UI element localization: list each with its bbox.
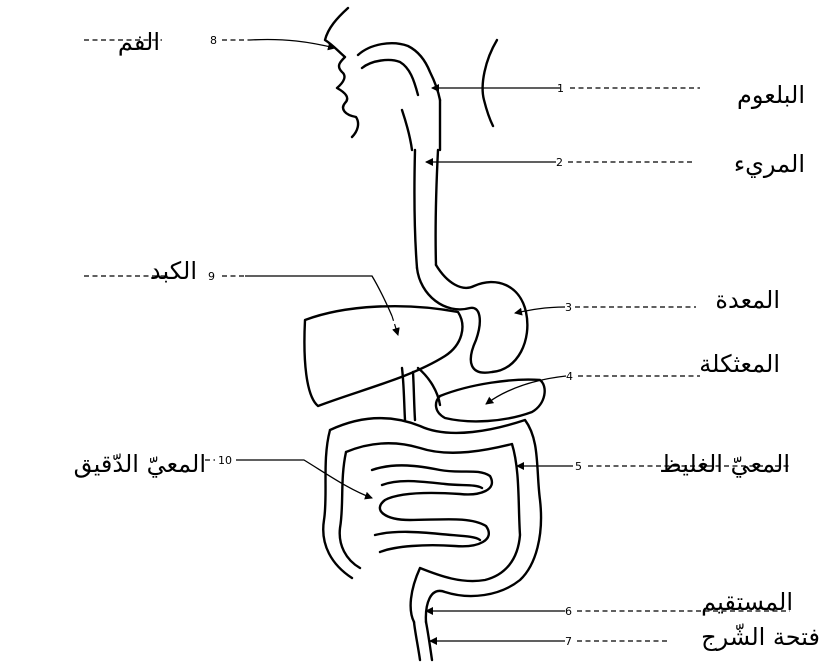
label-number-3: 3 [565,301,572,314]
head-profile [325,8,358,137]
label-number-9: 9 [208,270,215,283]
label-number-7: 7 [565,635,572,648]
label-number-10: 10 [218,454,232,467]
label-mouth: الفم [118,28,160,56]
label-esophagus: المريء [734,150,805,178]
small-intestine-outline [372,465,492,552]
mouth-cavity [358,43,440,100]
pharynx-outline [402,100,440,150]
label-pancreas: المعثكلة [699,350,780,378]
label-number-8: 8 [210,34,217,47]
rectum-outline [414,622,432,660]
organ-labels: الفم البلعوم المريء الكبد المعدة المعثكل… [74,28,820,651]
esophagus-outline [414,150,438,268]
label-number-6: 6 [565,605,572,618]
label-small-intestine: المعيّ الدّقيق [74,450,206,478]
label-liver: الكبد [150,257,197,285]
label-number-4: 4 [566,370,573,383]
head-back-arc [483,40,497,126]
label-number-1: 1 [557,82,564,95]
label-rectum: المستقيم [701,588,793,616]
liver-outline [304,306,462,406]
label-stomach: المعدة [715,286,780,314]
label-anus: فتحة الشّرج [701,623,820,651]
anatomy-outline [304,8,544,660]
label-number-2: 2 [556,156,563,169]
label-pharynx: البلعوم [737,81,805,109]
label-large-intestine: المعيّ الغليظ [659,450,790,478]
bile-duct [402,368,415,420]
left-callouts: 8 9 10 [84,34,398,498]
stomach-outline [417,265,527,373]
label-number-5: 5 [575,460,582,473]
